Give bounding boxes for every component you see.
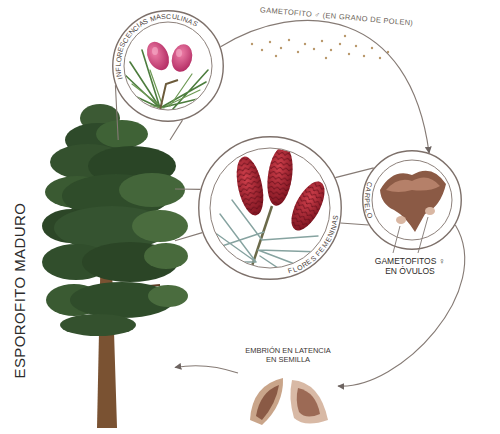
- connector: [338, 225, 465, 386]
- curved-letter: O: [115, 57, 123, 63]
- tree-crown: [144, 243, 188, 269]
- outer-ring: [199, 137, 342, 280]
- curved-letter: N: [115, 71, 123, 77]
- tree-crown: [119, 173, 185, 207]
- tree-crown: [132, 210, 188, 242]
- connector: [115, 85, 182, 140]
- inner-ring: [372, 160, 452, 240]
- outer-ring: [113, 11, 224, 122]
- inner-ring: [124, 22, 212, 110]
- sporophyte-region: ESPOROFITO MADURO: [8, 140, 175, 428]
- curved-title: FLORES FEMENINAS: [198, 136, 342, 280]
- curved-letter: S: [332, 214, 340, 220]
- curved-title: CARPELO: [362, 150, 462, 250]
- curved-letter: A: [156, 13, 162, 21]
- female-cones-picture: [210, 145, 331, 276]
- inner-ring: [210, 148, 330, 268]
- ring-outline: [198, 136, 342, 280]
- curved-letter: R: [364, 192, 372, 198]
- vertical-title: ESPOROFITO MADURO: [11, 202, 28, 378]
- ring-outline: [362, 150, 462, 250]
- tree-crown: [96, 120, 148, 148]
- curved-letter: S: [142, 17, 149, 25]
- curved-letter: O: [365, 211, 373, 218]
- male-cones-picture: [124, 22, 212, 112]
- curved-letter: E: [364, 203, 372, 208]
- outer-ring: [363, 151, 462, 250]
- node-caption: EMBRIÓN EN LATENCIA EN SEMILLA: [240, 346, 336, 365]
- pollen-grains: [251, 35, 389, 59]
- curved-letter: C: [166, 12, 171, 19]
- curved-letter: U: [171, 13, 177, 21]
- tree-crown: [60, 314, 136, 336]
- tree-crown: [148, 285, 188, 307]
- connector: [175, 189, 202, 241]
- curved-letter: F: [114, 67, 121, 72]
- carpel-scale-picture: [372, 160, 452, 240]
- curved-letter: S: [161, 12, 166, 19]
- curved-letter: A: [331, 219, 339, 225]
- pine-tree: [42, 104, 188, 428]
- curved-letter: P: [363, 198, 370, 203]
- connector: [175, 366, 238, 373]
- curved-letter: A: [364, 187, 372, 193]
- callout-label: GAMETOFITOS ♀ EN ÓVULOS: [368, 256, 452, 276]
- ring-outline: [112, 10, 224, 122]
- edge-label: GAMETOFITO ♂ (EN GRANO DE POLEN): [258, 5, 416, 28]
- zoom-circle: FLORES FEMENINAS: [198, 136, 342, 280]
- seed-group: EMBRIÓN EN LATENCIA EN SEMILLA: [238, 343, 338, 429]
- curved-title: INFLORESCENCIAS MASCULINAS: [112, 10, 224, 122]
- zoom-circle: CARPELO: [362, 150, 462, 250]
- curved-letter: L: [114, 63, 121, 67]
- connector: [221, 20, 430, 153]
- zoom-circle: INFLORESCENCIAS MASCULINAS: [112, 10, 224, 122]
- seeds-picture: [250, 378, 328, 425]
